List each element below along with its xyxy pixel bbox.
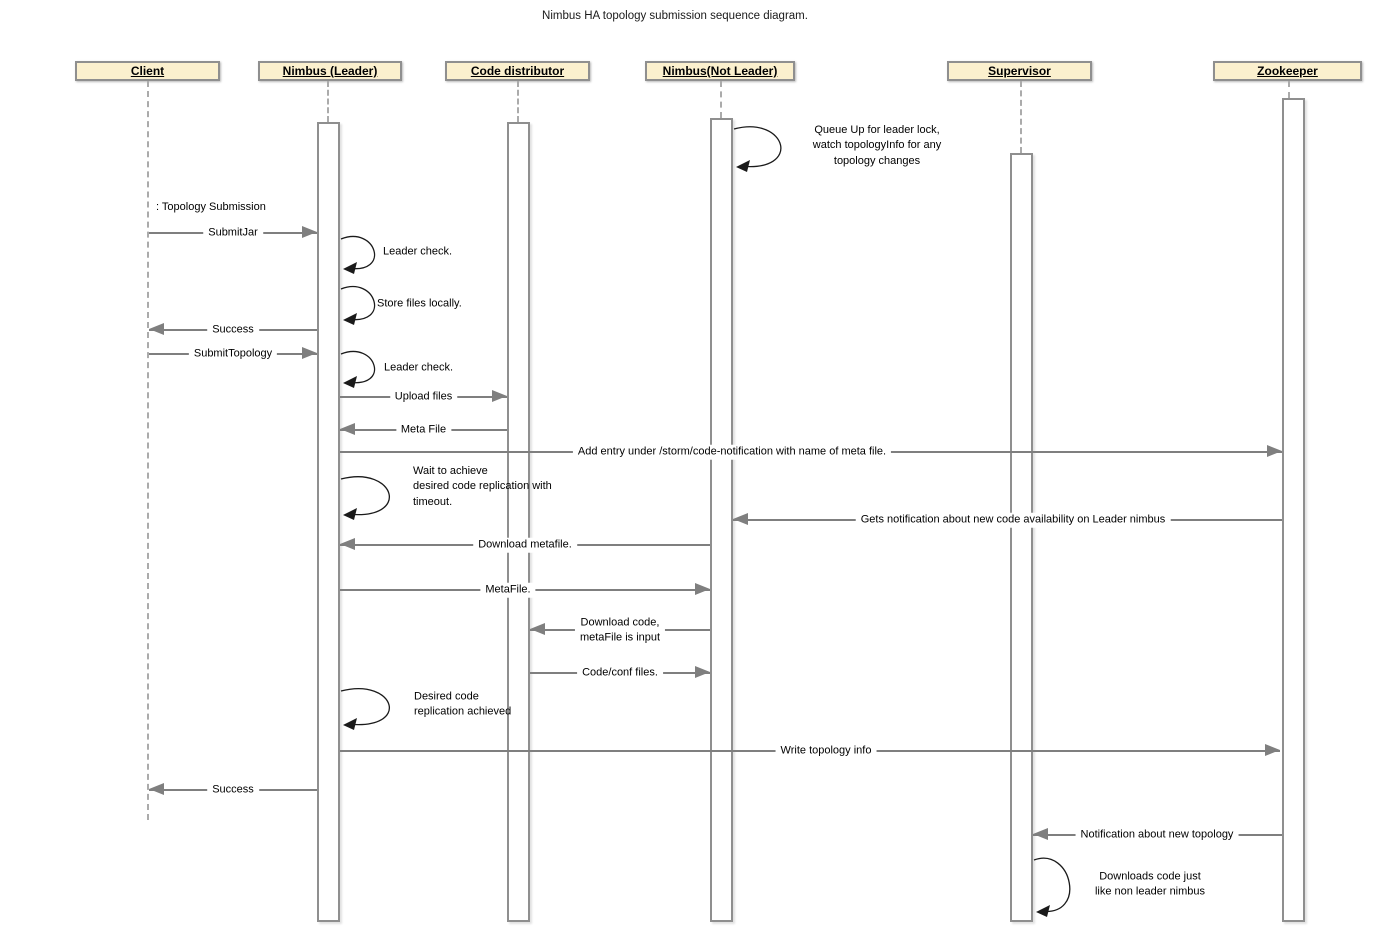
diagram-title: Nimbus HA topology submission sequence d… (542, 10, 808, 22)
actor-label-client: Client (130, 64, 165, 78)
activation-bar-code-distributor (507, 122, 530, 922)
arrowhead-icon (340, 423, 355, 435)
arrowhead-icon (492, 390, 507, 402)
actor-label-zookeeper: Zookeeper (1257, 64, 1318, 78)
actor-header-supervisor: Supervisor (947, 61, 1092, 81)
message-label: Meta File (395, 422, 452, 438)
actor-header-code-distributor: Code distributor (445, 61, 590, 81)
arrowhead-icon (1265, 744, 1280, 756)
message-label: SubmitTopology (188, 346, 278, 362)
message-label: SubmitJar (203, 225, 263, 241)
self-loop-arrow (1033, 857, 1071, 917)
message-label: Success (207, 322, 259, 338)
arrowhead-icon (302, 226, 317, 238)
actor-header-nimbus-not-leader: Nimbus(Not Leader) (645, 61, 795, 81)
message-label: MetaFile. (480, 582, 536, 598)
self-loop-arrow (340, 286, 376, 325)
annotation-text: : Topology Submission (156, 201, 266, 213)
self-loop-arrow (340, 351, 376, 388)
activation-bar-nimbus-not-leader (710, 118, 733, 922)
message-label: Notification about new topology (1075, 827, 1239, 843)
self-loop-label: Leader check. (383, 245, 453, 258)
self-loop-label: Downloads code just like non leader nimb… (1094, 870, 1206, 898)
actor-header-nimbus-leader: Nimbus (Leader) (258, 61, 402, 81)
self-loop-label: Desired code replication achieved (414, 690, 512, 718)
message-label: Upload files (389, 389, 458, 405)
arrowhead-icon (149, 323, 164, 335)
arrowhead-icon (530, 623, 545, 635)
actor-label-supervisor: Supervisor (988, 64, 1051, 78)
actor-header-client: Client (75, 61, 220, 81)
actor-header-zookeeper: Zookeeper (1213, 61, 1362, 81)
activation-bar-zookeeper (1282, 98, 1305, 922)
self-loop-arrow (340, 476, 390, 520)
message-label: Write topology info (775, 743, 877, 759)
lifeline-zookeeper (1288, 81, 1290, 98)
message-label: Download code, metaFile is input (574, 615, 666, 645)
arrowhead-icon (733, 513, 748, 525)
lifeline-supervisor (1020, 81, 1022, 153)
lifeline-nimbus-leader (327, 81, 329, 122)
self-loop-label: Wait to achieve desired code replication… (413, 464, 552, 508)
arrowhead-icon (695, 583, 710, 595)
arrowhead-icon (302, 347, 317, 359)
message-label: Success (207, 782, 259, 798)
actor-label-nimbus-not-leader: Nimbus(Not Leader) (662, 64, 778, 78)
actor-label-nimbus-leader: Nimbus (Leader) (282, 64, 378, 78)
lifeline-nimbus-not-leader (720, 81, 722, 118)
message-label: Add entry under /storm/code-notification… (572, 444, 892, 460)
self-loop-label: Store files locally. (377, 297, 462, 310)
lifeline-client (147, 81, 149, 820)
arrowhead-icon (1033, 828, 1048, 840)
arrowhead-icon (340, 538, 355, 550)
lifeline-code-distributor (517, 81, 519, 122)
self-loop-arrow (733, 126, 782, 172)
message-label: Download metafile. (473, 537, 577, 553)
arrowhead-icon (149, 783, 164, 795)
self-loop-label: Leader check. (384, 361, 454, 374)
message-label: Code/conf files. (577, 665, 663, 681)
arrowhead-icon (695, 666, 710, 678)
self-loop-arrow (340, 236, 376, 274)
message-label: Gets notification about new code availab… (855, 512, 1171, 528)
self-loop-label: Queue Up for leader lock, watch topology… (812, 123, 942, 167)
arrowhead-icon (1267, 445, 1282, 457)
activation-bar-supervisor (1010, 153, 1033, 922)
activation-bar-nimbus-leader (317, 122, 340, 922)
actor-label-code-distributor: Code distributor (470, 64, 565, 78)
self-loop-arrow (340, 688, 390, 730)
